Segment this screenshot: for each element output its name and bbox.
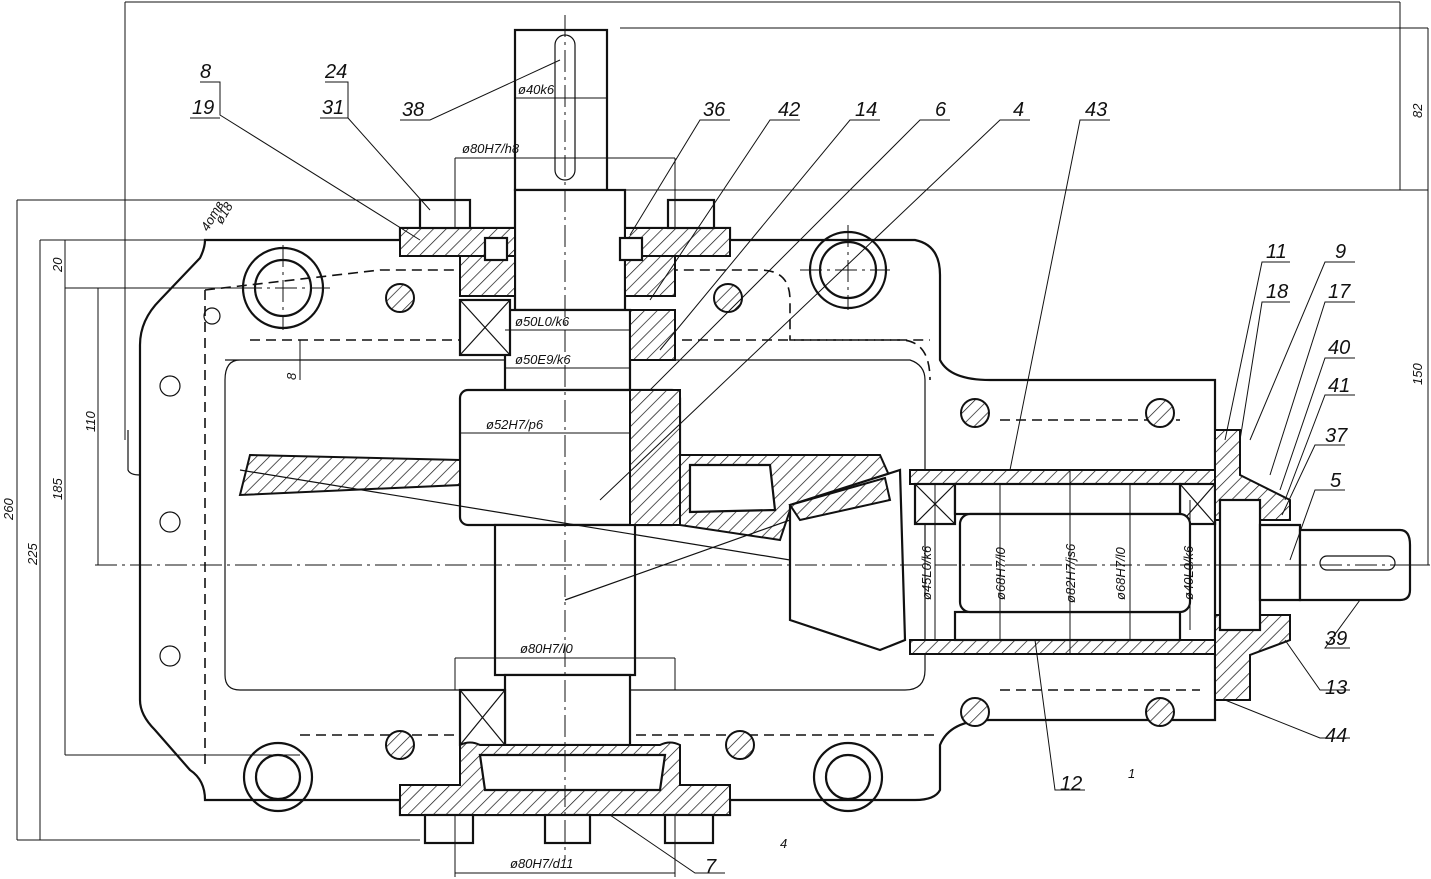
label-17: 17: [1328, 281, 1351, 303]
dim-225: 225: [25, 543, 40, 566]
label-9: 9: [1335, 241, 1346, 263]
label-31: 31: [322, 97, 344, 119]
label-41: 41: [1328, 375, 1350, 397]
fit-d40k6: ø40k6: [518, 82, 555, 97]
label-4-bottom: 4: [780, 836, 787, 851]
label-18: 18: [1266, 281, 1288, 303]
dimension-lines: [16, 1, 1430, 877]
part-labels: 8 19 24 31 38 36 42 14 6 4 43 11 18 9 17…: [192, 61, 1351, 878]
fit-d80h7l0: ø80H7/l0: [520, 641, 574, 656]
leader-lines: [190, 59, 1361, 874]
housing: [127, 226, 1217, 817]
center-lines: [95, 15, 1420, 860]
fit-d50l0k6: ø50L0/k6: [515, 314, 570, 329]
label-37: 37: [1325, 425, 1348, 447]
label-11: 11: [1266, 241, 1287, 263]
label-8: 8: [200, 61, 211, 83]
large-bevel-gear: [238, 389, 902, 542]
label-42: 42: [778, 99, 800, 121]
label-40: 40: [1328, 337, 1350, 359]
pinion-gear: [788, 468, 907, 652]
dim-8: 8: [284, 372, 299, 380]
label-19: 19: [192, 97, 214, 119]
label-24: 24: [324, 61, 347, 83]
label-44: 44: [1325, 725, 1347, 747]
vertical-shaft: [399, 28, 731, 845]
label-5: 5: [1330, 470, 1342, 492]
dim-260: 260: [1, 498, 16, 521]
label-1: 1: [1128, 766, 1135, 781]
label-38: 38: [402, 99, 424, 121]
bolt-holes: [159, 283, 1175, 760]
fit-d82h7js6: ø82H7/js6: [1063, 543, 1078, 603]
dim-82: 82: [1410, 103, 1425, 118]
horizontal-shaft: [909, 429, 1412, 701]
dim-185: 185: [50, 478, 65, 500]
fit-d68h7l0b: ø68H7/l0: [1113, 546, 1128, 600]
fit-d68h7l0a: ø68H7/l0: [993, 546, 1008, 600]
linear-dimensions: 20 8 110 185 225 260 82 150: [1, 103, 1425, 566]
label-39: 39: [1325, 628, 1347, 650]
dim-150: 150: [1410, 363, 1425, 385]
fit-d80h7d11: ø80H7/d11: [510, 856, 573, 871]
label-7: 7: [705, 856, 717, 878]
label-4: 4: [1013, 99, 1024, 121]
dim-20: 20: [50, 257, 65, 273]
label-6: 6: [935, 99, 947, 121]
label-43: 43: [1085, 99, 1107, 121]
fit-d40l0k6: ø40L0/k6: [1181, 545, 1196, 600]
label-13: 13: [1325, 677, 1347, 699]
fit-d52h7p6: ø52H7/p6: [486, 417, 544, 432]
dim-110: 110: [83, 411, 98, 432]
fit-d50e9k6: ø50E9/k6: [515, 352, 571, 367]
label-36: 36: [703, 99, 726, 121]
label-14: 14: [855, 99, 877, 121]
fit-d80h7h8: ø80H7/h8: [462, 141, 520, 156]
fit-d45l0k6: ø45L0/k6: [919, 545, 934, 600]
label-12: 12: [1060, 773, 1082, 795]
